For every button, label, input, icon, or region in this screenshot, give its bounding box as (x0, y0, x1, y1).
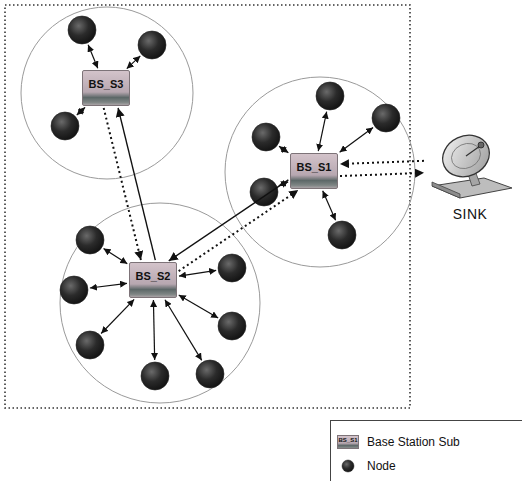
sensor-link (318, 112, 326, 151)
sensor-link (90, 283, 127, 288)
sensor-node (141, 362, 169, 390)
sensor-node (316, 82, 344, 110)
sensor-node (51, 112, 79, 140)
cluster-range (21, 7, 193, 179)
sensor-node (328, 221, 356, 249)
dotted-connector (179, 190, 299, 271)
sensor-link (165, 300, 202, 361)
node-label: SINK (420, 206, 520, 222)
sensor-node (68, 16, 96, 44)
node-swatch-icon (337, 459, 359, 473)
cluster-range (225, 77, 415, 267)
legend-entry: Node (337, 457, 396, 475)
sensor-link (104, 249, 128, 264)
base-station-swatch: BS_S1 (337, 435, 359, 449)
sensor-link (88, 45, 98, 68)
dotted-connector (340, 173, 424, 176)
sensor-node (252, 123, 280, 151)
swatch-label: BS_S1 (338, 436, 357, 444)
sensor-link (279, 146, 288, 153)
base-station-box: BS_S3 (82, 70, 130, 106)
legend-box: BS_S1 Base Station SubNode (330, 420, 522, 481)
sensor-node (60, 276, 88, 304)
sensor-node (218, 312, 246, 340)
sensor-link (101, 299, 134, 333)
cluster-range (60, 203, 260, 403)
sensor-link (77, 107, 85, 115)
sensor-node (138, 31, 166, 59)
sensor-link (179, 295, 218, 318)
solid-connector (169, 180, 289, 261)
node-label: BS_S3 (89, 78, 124, 90)
dotted-connector (104, 108, 141, 260)
base-station-box: BS_S2 (129, 262, 177, 298)
network-area (5, 5, 410, 408)
legend-text: Node (367, 459, 396, 473)
dotted-connector (340, 161, 424, 164)
sensor-link (179, 270, 216, 276)
node-label: BS_S2 (136, 270, 171, 282)
sensor-link (340, 127, 374, 152)
base-station-box: BS_S1 (290, 153, 338, 189)
sensor-link (323, 191, 336, 221)
sensor-node (372, 104, 400, 132)
sensor-link (127, 56, 141, 69)
sensor-link (153, 300, 154, 360)
sensor-node (76, 331, 104, 359)
sink-dish-icon (422, 128, 518, 200)
sensor-node (76, 226, 104, 254)
legend-entry: BS_S1 Base Station Sub (337, 433, 460, 451)
sensor-node (218, 254, 246, 282)
node-swatch (337, 459, 359, 473)
sink-node: SINK (420, 128, 520, 222)
sensor-node (196, 360, 224, 388)
solid-connector (118, 108, 155, 260)
node-label: BS_S1 (297, 161, 332, 173)
legend-text: Base Station Sub (367, 435, 460, 449)
sensor-node (250, 178, 278, 206)
